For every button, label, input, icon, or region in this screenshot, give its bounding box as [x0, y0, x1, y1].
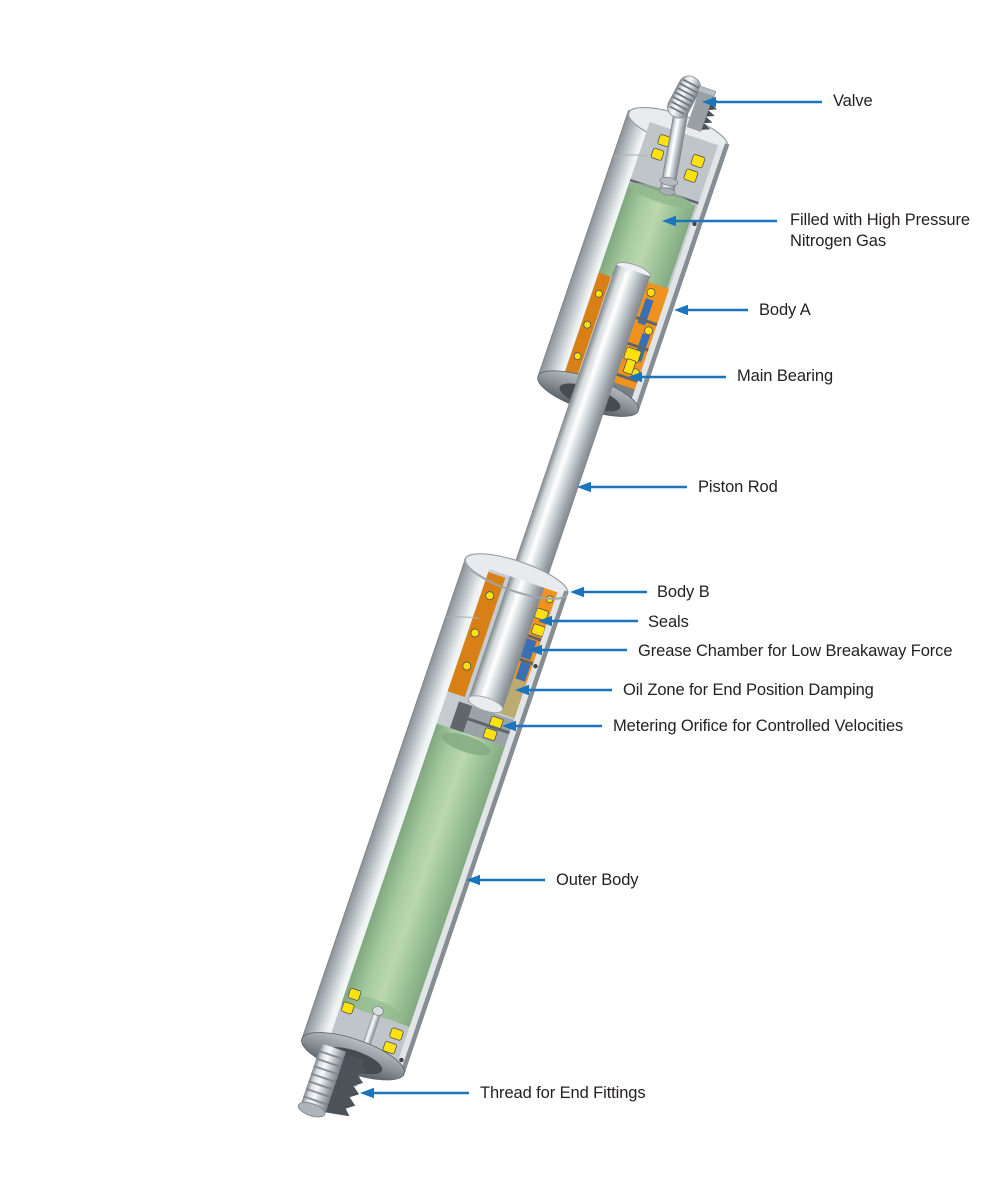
- sliver-seal-3: [573, 352, 582, 361]
- leader-arrows: [360, 96, 822, 1099]
- arrowhead-metering-orifice: [502, 720, 516, 732]
- piston-metering-orifice: [449, 701, 514, 747]
- valve-knurl: [667, 75, 701, 119]
- upper-wall-edge: [635, 143, 729, 409]
- lower-wall-cut: [394, 592, 564, 1073]
- lower-seam: [445, 615, 479, 620]
- arrowhead-thread-end-fittings: [360, 1087, 374, 1099]
- arrowhead-oil-zone: [515, 684, 529, 696]
- end-thread-stud: [297, 1043, 367, 1118]
- piston-rod-lower: [467, 576, 545, 714]
- bottom-seal-right-1: [389, 1027, 404, 1041]
- piston-seal-2: [482, 727, 498, 741]
- arrowhead-valve: [702, 96, 716, 108]
- arrowhead-outer-body: [466, 874, 480, 886]
- valve-thread-teeth: [701, 96, 720, 130]
- bottom-seal-right-2: [382, 1041, 397, 1055]
- piston-shade: [440, 732, 491, 756]
- wall-pin-upper: [692, 221, 697, 227]
- bottom-seal-left-1: [347, 988, 362, 1001]
- cap-seal-left-2: [650, 147, 665, 161]
- arrowhead-piston-rod: [577, 481, 591, 493]
- arrowhead-body-a: [674, 304, 688, 316]
- lower-wall-edge: [400, 590, 569, 1074]
- arrowhead-seals: [538, 615, 552, 627]
- spring-assembly: [297, 106, 730, 1118]
- knurl-ridges: [669, 78, 700, 115]
- upper-seam: [613, 154, 648, 158]
- arrowhead-main-bearing: [628, 371, 642, 383]
- bottom-seal-left-2: [341, 1001, 355, 1015]
- body-a-block: [610, 282, 670, 401]
- gas-top-shade: [628, 182, 694, 209]
- grease-chamber-blue-1: [520, 638, 537, 661]
- lower-assembly: [297, 553, 569, 1118]
- sliver-seal-1: [594, 289, 603, 298]
- arrowhead-body-b: [570, 586, 584, 598]
- wall-pin-lower-1: [533, 664, 538, 669]
- upper-wall-cut: [629, 145, 724, 408]
- thread-section-cut: [325, 1053, 367, 1117]
- arrowhead-grease-chamber: [528, 644, 542, 656]
- gas-chamber-lower: [341, 723, 505, 1027]
- cap-seal-right-2: [683, 168, 699, 183]
- sliver-seal-2: [583, 320, 592, 329]
- oil-zone: [497, 676, 527, 719]
- cap-seal-right-1: [690, 154, 706, 169]
- arrowhead-nitrogen-gas: [662, 215, 676, 227]
- lower-rim-arc: [464, 558, 569, 600]
- wall-pin-lower-2: [399, 1057, 404, 1063]
- valve-stem: [658, 101, 690, 196]
